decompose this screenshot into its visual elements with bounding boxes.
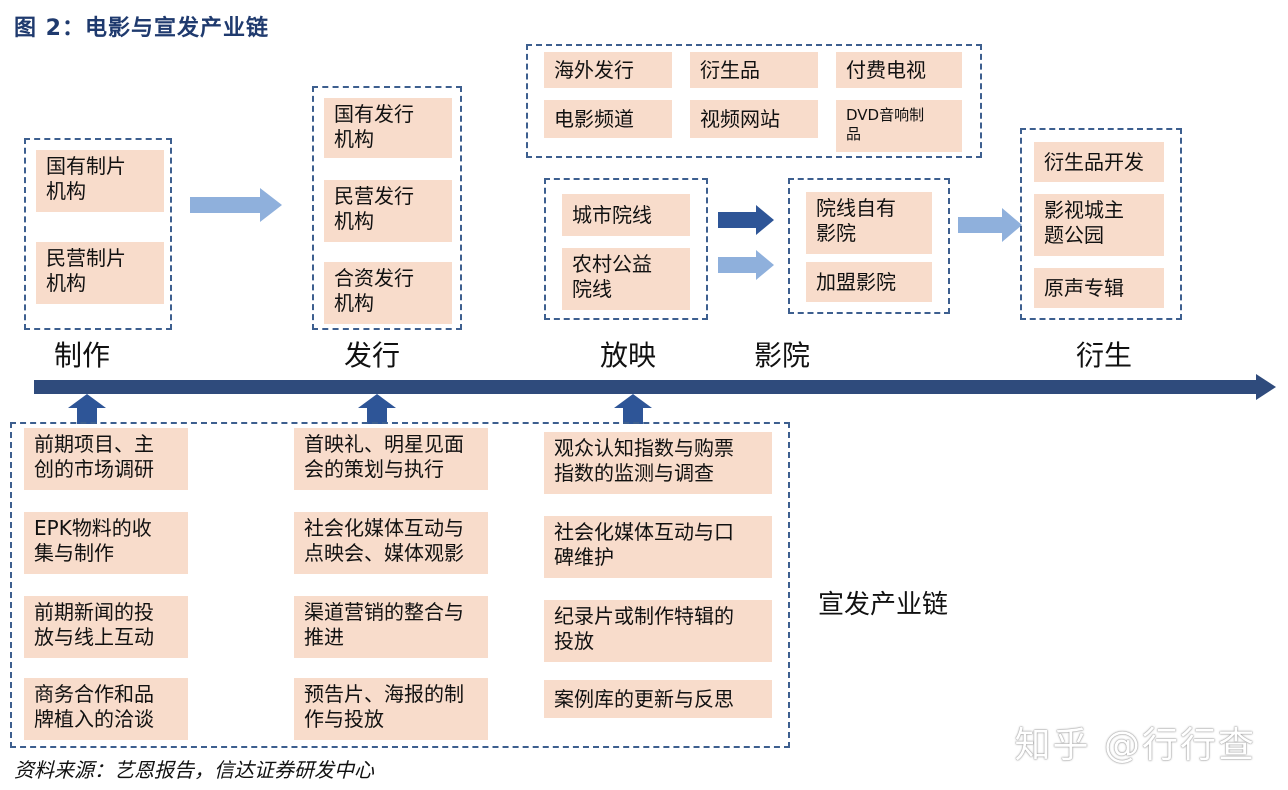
stage-label-screening: 放映 [600,339,657,372]
stage-label-cinema: 影院 [754,339,811,372]
channel-box-overseas: 海外发行 [544,52,672,88]
channels-group [526,44,982,158]
promotion-chain-group [10,422,790,748]
timeline-arrow [34,374,1276,400]
derivative-box-soundtrack: 原声专辑 [1034,268,1164,308]
flow-arrow-shape [958,208,1022,242]
flow-arrow-shape [718,205,774,235]
channel-box-merch: 衍生品 [690,52,818,88]
derivative-box-theme-park: 影视城主 题公园 [1034,194,1164,256]
screening-group [544,178,708,320]
stage-label-derivative: 衍生 [1076,339,1133,372]
timeline-head [1256,374,1276,400]
up-arrow-3 [614,394,652,424]
production-group [24,138,172,330]
screening-box-rural: 农村公益 院线 [562,248,690,310]
stage-label-distribution: 发行 [344,339,401,372]
channel-box-dvd: DVD音响制 品 [836,100,962,152]
up-arrow-1 [68,394,106,424]
cinema-box-owned: 院线自有 影院 [806,192,932,254]
promo-item: 渠道营销的整合与 推进 [294,596,488,658]
distribution-box-joint: 合资发行 机构 [324,262,452,324]
flow-arrow-light [718,250,774,280]
distribution-group [312,86,462,330]
distribution-box-private: 民营发行 机构 [324,180,452,242]
promotion-chain-label: 宣发产业链 [818,590,949,620]
cinema-group [788,178,950,314]
promo-item: 前期新闻的投 放与线上互动 [24,596,188,658]
figure-title: 图 2：电影与宣发产业链 [14,16,269,41]
promo-item: 首映礼、明星见面 会的策划与执行 [294,428,488,490]
flow-arrow-shape [190,188,282,222]
channel-box-paytv: 付费电视 [836,52,962,88]
promo-item: 商务合作和品 牌植入的洽谈 [24,678,188,740]
promo-item: 案例库的更新与反思 [544,680,772,718]
flow-arrow-derivative [958,208,1022,242]
promo-item: 前期项目、主 创的市场调研 [24,428,188,490]
flow-arrow-shape [718,250,774,280]
source-note: 资料来源：艺恩报告，信达证券研发中心 [14,758,374,782]
derivative-group [1020,128,1182,320]
production-box-state: 国有制片 机构 [36,150,164,212]
stage-label-production: 制作 [54,339,111,372]
distribution-box-state: 国有发行 机构 [324,98,452,158]
timeline-bar [34,380,1256,394]
flow-arrow-dark [718,205,774,235]
derivative-box-merch-dev: 衍生品开发 [1034,142,1164,182]
watermark: 知乎 @行行查 [1014,725,1256,766]
production-box-private: 民营制片 机构 [36,242,164,304]
flow-arrow-production [190,188,282,222]
promo-item: 预告片、海报的制 作与投放 [294,678,488,740]
channel-box-video-site: 视频网站 [690,100,818,138]
promo-item: EPK物料的收 集与制作 [24,512,188,574]
promo-item: 社会化媒体互动与 点映会、媒体观影 [294,512,488,574]
promo-item: 观众认知指数与购票 指数的监测与调查 [544,432,772,494]
screening-box-city: 城市院线 [562,194,690,236]
cinema-box-franchise: 加盟影院 [806,262,932,302]
channel-box-movie-channel: 电影频道 [544,100,672,138]
promo-item: 纪录片或制作特辑的 投放 [544,600,772,662]
up-arrow-2 [358,394,396,424]
promo-item: 社会化媒体互动与口 碑维护 [544,516,772,578]
